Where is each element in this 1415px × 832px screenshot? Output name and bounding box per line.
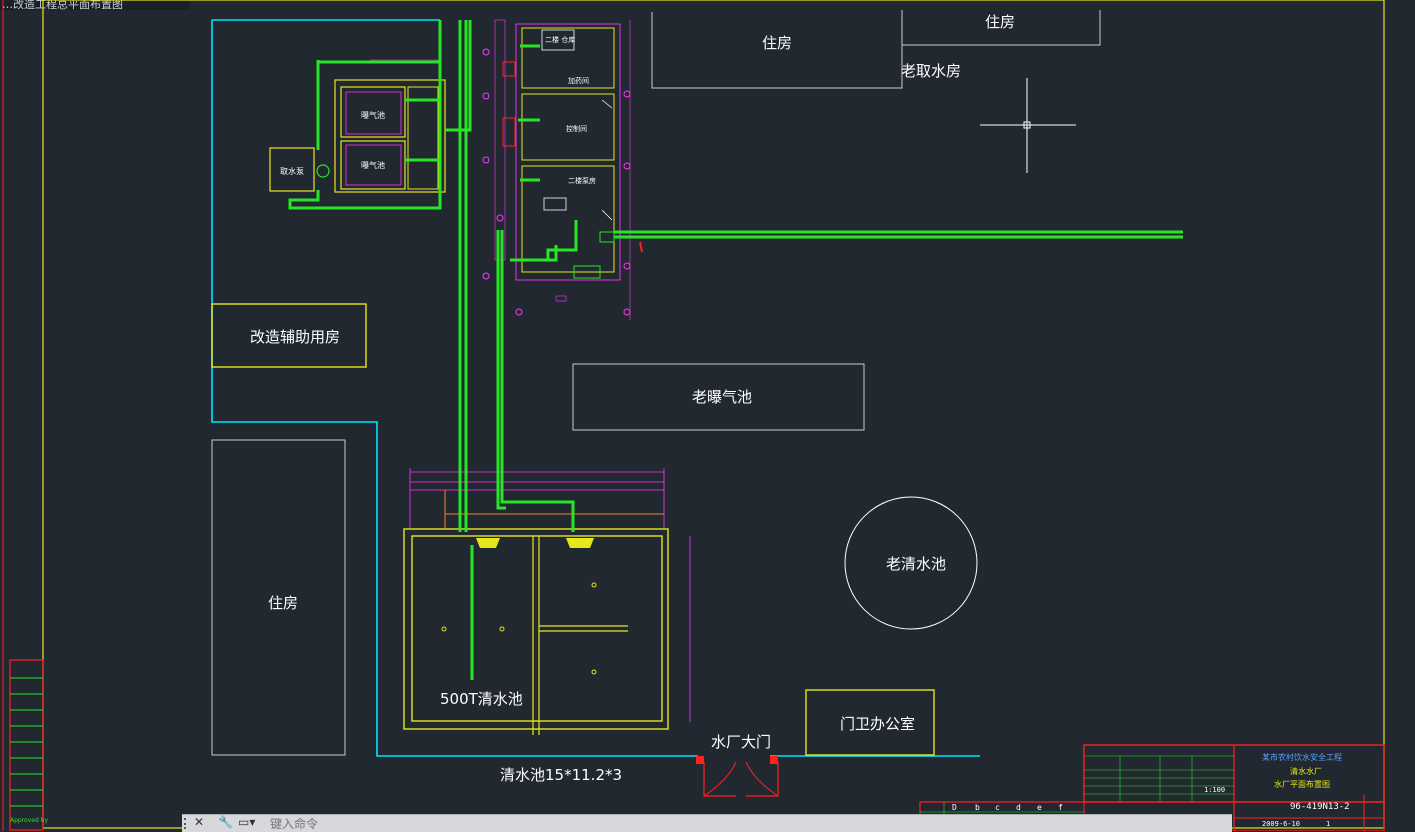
- rev-col-1: D: [952, 803, 957, 812]
- label-room-c: 控制间: [566, 125, 587, 133]
- label-old-aeration: 老曝气池: [692, 388, 753, 406]
- label-guard-office: 门卫办公室: [840, 715, 916, 733]
- label-clear-pool-500t: 500T清水池: [440, 690, 523, 708]
- label-room-b: 加药间: [568, 77, 589, 85]
- label-room-a: 二楼 仓库: [545, 36, 576, 44]
- crosshair-cursor: [980, 78, 1076, 173]
- window-title-bar: …改造工程总平面布置图: [0, 0, 190, 11]
- aux-room-outline: [211, 303, 367, 368]
- drawing-frame: [42, 0, 1385, 829]
- pool-dimensions: [409, 468, 691, 722]
- guard-office-outline: [805, 689, 935, 756]
- stamp-approved-label: Approved by: [10, 817, 49, 824]
- wrench-icon[interactable]: 🔧: [218, 815, 233, 829]
- old-aeration-outline: [572, 363, 865, 431]
- label-residence-top: 住房: [762, 34, 793, 52]
- label-aux-room: 改造辅助用房: [250, 328, 341, 346]
- title-block-sheet: 1: [1326, 820, 1331, 828]
- title-block-drawing: 水厂平面布置图: [1274, 780, 1330, 789]
- rev-col-6: f: [1058, 803, 1063, 812]
- label-old-intake: 老取水房: [901, 62, 962, 80]
- residence-left-outline: [211, 439, 346, 756]
- close-icon[interactable]: ✕: [194, 815, 205, 829]
- site-boundary: [211, 20, 698, 757]
- rev-col-5: e: [1037, 803, 1042, 812]
- old-clear-pool-outline: [844, 496, 978, 630]
- label-pump-room: 取水泵: [280, 167, 304, 176]
- title-block-plant: 清水水厂: [1290, 767, 1322, 776]
- label-residence-top-right: 住房: [985, 13, 1016, 31]
- label-old-clear-pool: 老清水池: [886, 555, 947, 573]
- left-stamp-grid: [9, 659, 44, 831]
- window-title: …改造工程总平面布置图: [2, 0, 123, 11]
- label-gate: 水厂大门: [711, 733, 772, 751]
- command-input[interactable]: [268, 816, 1172, 832]
- command-line-bar: ✕ 🔧 ▭▾: [182, 814, 1232, 832]
- clear-pool-outer: [403, 528, 669, 730]
- command-bar-grip-icon[interactable]: [184, 818, 192, 829]
- title-block-scale: 1:100: [1204, 786, 1226, 794]
- title-block-project: 某市农村饮水安全工程: [1262, 753, 1342, 762]
- title-block-date: 2009-6-10: [1262, 820, 1300, 828]
- gate-symbol: [696, 756, 779, 797]
- label-aeration-1: 曝气池: [361, 111, 385, 120]
- label-pool-dimensions: 清水池15*11.2*3: [500, 766, 623, 784]
- command-prompt-icon[interactable]: ▭▾: [238, 815, 256, 829]
- label-residence-left: 住房: [268, 594, 299, 612]
- rev-col-3: c: [995, 803, 1000, 812]
- label-room-d: 二楼泵房: [568, 177, 596, 185]
- process-area: [269, 19, 631, 320]
- residence-top-outline: [651, 10, 1101, 89]
- label-aeration-2: 曝气池: [361, 161, 385, 170]
- rev-col-4: d: [1016, 803, 1021, 812]
- title-block-drawing-no: 96-419N13-2: [1290, 802, 1350, 812]
- clear-pool-inner: [411, 535, 663, 722]
- pipe-network: [288, 20, 1183, 532]
- rev-col-2: b: [975, 803, 980, 812]
